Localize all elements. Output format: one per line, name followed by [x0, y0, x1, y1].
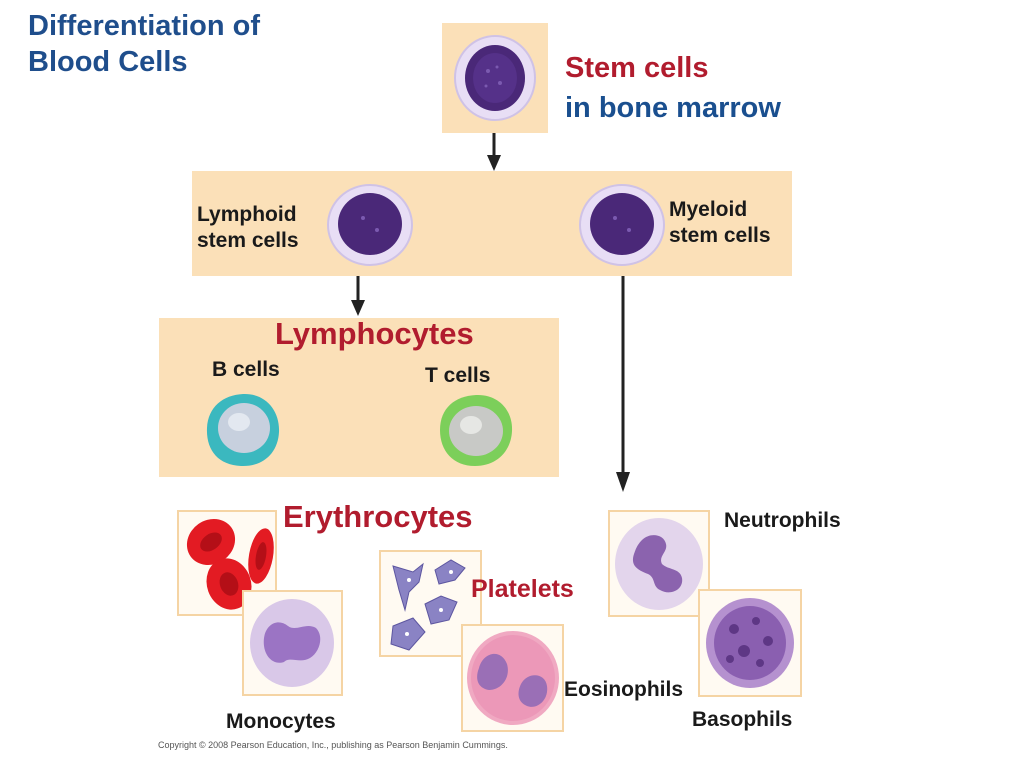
- t-cell-icon: [440, 394, 513, 466]
- t-cells-label: T cells: [425, 364, 491, 387]
- platelets-label: Platelets: [471, 575, 574, 603]
- stem-cell-icon: [454, 35, 536, 121]
- erythrocytes-label: Erythrocytes: [283, 499, 473, 534]
- progenitor-box: [192, 171, 792, 276]
- monocyte-icon: [250, 599, 334, 687]
- diagram-title: Differentiation of Blood Cells: [28, 10, 260, 78]
- stem-cells-label: Stem cells: [565, 52, 709, 84]
- basophils-label: Basophils: [692, 708, 793, 731]
- neutrophil-icon: [615, 518, 703, 610]
- lymphoid-stem-label: Lymphoid stem cells: [197, 203, 299, 252]
- arrow-down-icon: [351, 276, 365, 316]
- b-cells-label: B cells: [212, 358, 280, 381]
- neutrophils-label: Neutrophils: [724, 509, 841, 532]
- lymphocytes-heading: Lymphocytes: [275, 316, 474, 351]
- monocytes-label: Monocytes: [226, 710, 336, 733]
- copyright-notice: Copyright © 2008 Pearson Education, Inc.…: [158, 740, 508, 750]
- myeloid-stem-label: Myeloid stem cells: [669, 198, 771, 247]
- eosinophil-icon: [467, 631, 559, 725]
- eosinophils-label: Eosinophils: [564, 678, 684, 701]
- erythrocyte-icon: [186, 518, 274, 610]
- platelet-icon: [390, 559, 466, 651]
- b-cell-icon: [206, 393, 280, 467]
- lymphoid-stem-cell-icon: [327, 184, 413, 266]
- basophil-icon: [706, 598, 794, 688]
- myeloid-stem-cell-icon: [579, 184, 665, 266]
- arrow-down-icon: [616, 276, 630, 492]
- bone-marrow-label: in bone marrow: [565, 92, 781, 124]
- arrow-down-icon: [487, 133, 501, 171]
